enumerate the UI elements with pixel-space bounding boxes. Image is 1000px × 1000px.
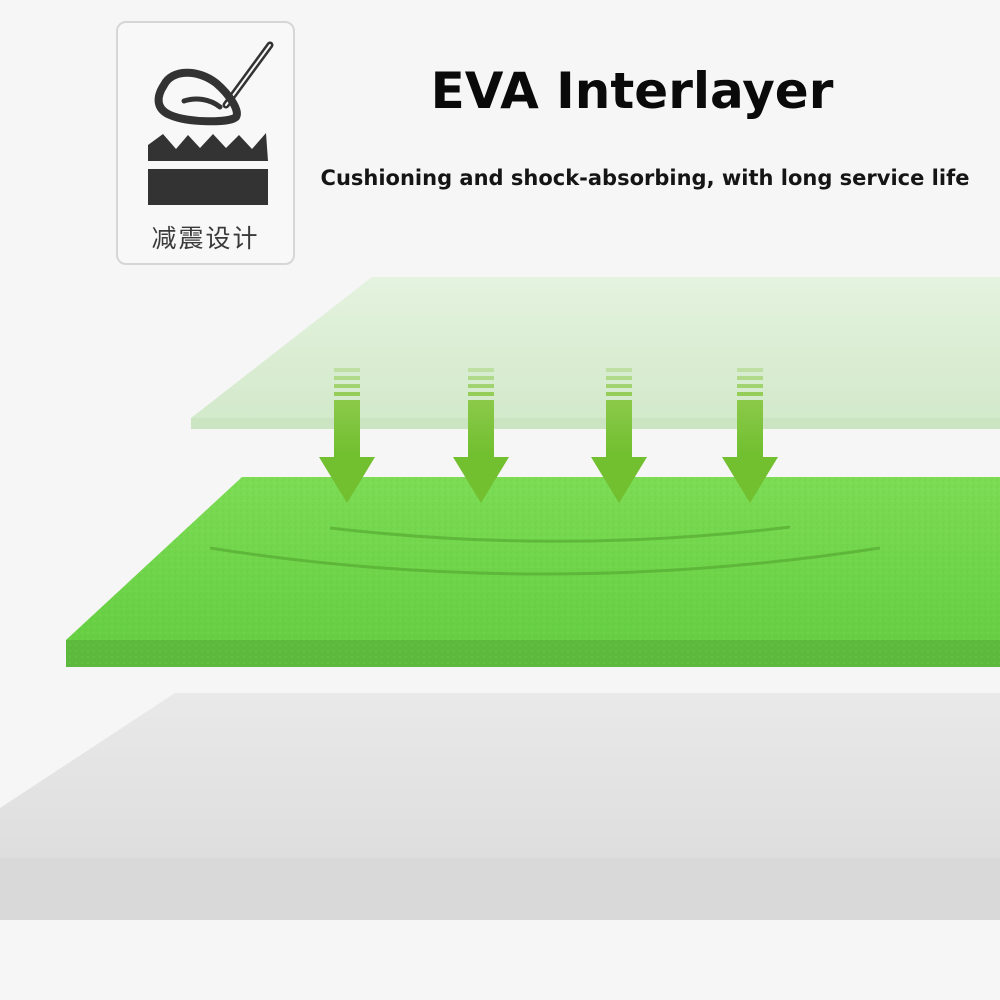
badge-label: 减震设计 (151, 224, 260, 253)
eva-turf-layer (66, 477, 1000, 667)
page-title: EVA Interlayer (430, 62, 834, 120)
top-translucent-layer (191, 277, 1000, 429)
impact-arrow-1 (319, 368, 375, 503)
impact-arrows (319, 368, 778, 503)
impact-arrow-4 (722, 368, 778, 503)
impact-arrow-2 (453, 368, 509, 503)
golf-club-impact-icon (148, 41, 274, 205)
page-subtitle: Cushioning and shock-absorbing, with lon… (320, 166, 970, 190)
shock-absorption-badge: 减震设计 (116, 21, 295, 265)
impact-arrow-3 (591, 368, 647, 503)
base-layer (0, 693, 1000, 1000)
